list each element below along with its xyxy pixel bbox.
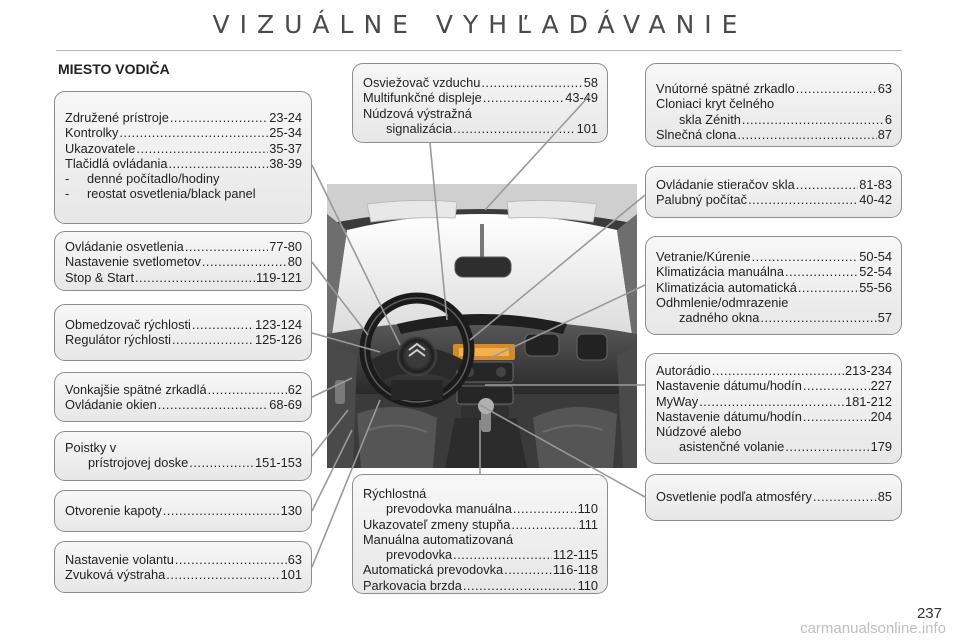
list-item: Odhmlenie/odmrazenie — [656, 294, 789, 310]
box-rear-view-mirror: Vnútorné spätné zrkadlo63 Cloniaci kryt … — [645, 63, 902, 147]
list-item: Vonkajšie spätné zrkadlá62 — [65, 382, 302, 397]
list-item: Združené prístroje23-24 — [65, 110, 302, 125]
box-fuses: Poistky v prístrojovej doske151-153 — [54, 431, 312, 481]
list-item: Obmedzovač rýchlosti123-124 — [65, 317, 302, 332]
list-item: Nastavenie volantu63 — [65, 552, 302, 567]
list-item: denné počítadlo/hodiny — [65, 171, 302, 186]
list-item: asistenčné volanie179 — [656, 439, 892, 454]
list-item: Ovládanie okien68-69 — [65, 397, 302, 412]
box-mirrors-windows: Vonkajšie spätné zrkadlá62 Ovládanie oki… — [54, 372, 312, 422]
list-item: MyWay181-212 — [656, 394, 892, 409]
list-item: prevodovka manuálna110 — [363, 501, 598, 516]
box-instrument-panel: Združené prístroje23-24 Kontrolky25-34 U… — [54, 91, 312, 224]
box-steering-horn: Nastavenie volantu63 Zvuková výstraha101 — [54, 541, 312, 593]
list-item: Zvuková výstraha101 — [65, 567, 302, 582]
box-gearbox: Rýchlostná prevodovka manuálna110 Ukazov… — [352, 474, 608, 594]
list-item: Kontrolky25-34 — [65, 125, 302, 140]
list-item: Ovládanie stieračov skla81-83 — [656, 177, 892, 192]
list-item: Stop & Start119-121 — [65, 270, 302, 285]
list-item: Nastavenie dátumu/hodín227 — [656, 378, 892, 393]
list-item: Palubný počítač40-42 — [656, 192, 892, 207]
list-item: Autorádio213-234 — [656, 363, 892, 378]
list-item: Rýchlostná — [363, 486, 427, 501]
list-item: Parkovacia brzda110 — [363, 578, 598, 593]
box-ambient-lighting: Osvetlenie podľa atmosféry85 — [645, 474, 902, 521]
list-item: Osviežovač vzduchu58 — [363, 75, 598, 90]
list-item: Núdzová výstražná — [363, 105, 472, 121]
cockpit-image — [327, 184, 637, 468]
list-item: Klimatizácia manuálna52-54 — [656, 264, 892, 279]
title-divider — [56, 50, 902, 51]
list-item: Manuálna automatizovaná — [363, 531, 514, 547]
list-item: Ovládanie osvetlenia77-80 — [65, 239, 302, 254]
list-item: Ukazovateľ zmeny stupňa111 — [363, 517, 598, 532]
list-item: Vnútorné spätné zrkadlo63 — [656, 81, 892, 96]
page-number: 237 — [916, 605, 942, 622]
box-speed-limiter: Obmedzovač rýchlosti123-124 Regulátor rý… — [54, 304, 312, 361]
list-item: Nastavenie dátumu/hodín204 — [656, 409, 892, 424]
list-item: skla Zénith6 — [656, 112, 892, 127]
list-item: Núdzové alebo — [656, 424, 742, 440]
list-item: signalizácia101 — [363, 121, 598, 136]
list-item: Cloniaci kryt čelného — [656, 96, 775, 112]
list-item: Osvetlenie podľa atmosféry85 — [656, 489, 892, 504]
page-title: VIZUÁLNE VYHĽADÁVANIE — [212, 10, 748, 39]
list-item: Tlačidlá ovládania38-39 — [65, 156, 302, 171]
watermark: carmanualsonline.info — [800, 620, 946, 637]
box-bonnet: Otvorenie kapoty130 — [54, 490, 312, 532]
list-item: zadného okna57 — [656, 310, 892, 325]
box-wipers: Ovládanie stieračov skla81-83 Palubný po… — [645, 166, 902, 218]
list-item: Automatická prevodovka116-118 — [363, 562, 598, 577]
list-item: Vetranie/Kúrenie50-54 — [656, 249, 892, 264]
list-item: reostat osvetlenia/black panel — [65, 186, 302, 201]
list-item: prevodovka112-115 — [363, 547, 598, 562]
list-item: Regulátor rýchlosti125-126 — [65, 332, 302, 347]
list-item: Multifunkčné displeje43-49 — [363, 90, 598, 105]
list-item: Otvorenie kapoty130 — [65, 503, 302, 518]
list-item: Slnečná clona87 — [656, 127, 892, 142]
section-heading: MIESTO VODIČA — [58, 61, 170, 77]
box-ventilation: Vetranie/Kúrenie50-54 Klimatizácia manuá… — [645, 236, 902, 335]
list-item: Nastavenie svetlometov80 — [65, 254, 302, 269]
list-item: Klimatizácia automatická55-56 — [656, 280, 892, 295]
box-lighting-controls: Ovládanie osvetlenia77-80 Nastavenie sve… — [54, 231, 312, 291]
list-item: Ukazovatele35-37 — [65, 141, 302, 156]
box-audio: Autorádio213-234 Nastavenie dátumu/hodín… — [645, 353, 902, 464]
list-item: Poistky v — [65, 440, 117, 455]
box-air-freshener: Osviežovač vzduchu58 Multifunkčné disple… — [352, 63, 608, 143]
list-item: prístrojovej doske151-153 — [65, 455, 302, 470]
